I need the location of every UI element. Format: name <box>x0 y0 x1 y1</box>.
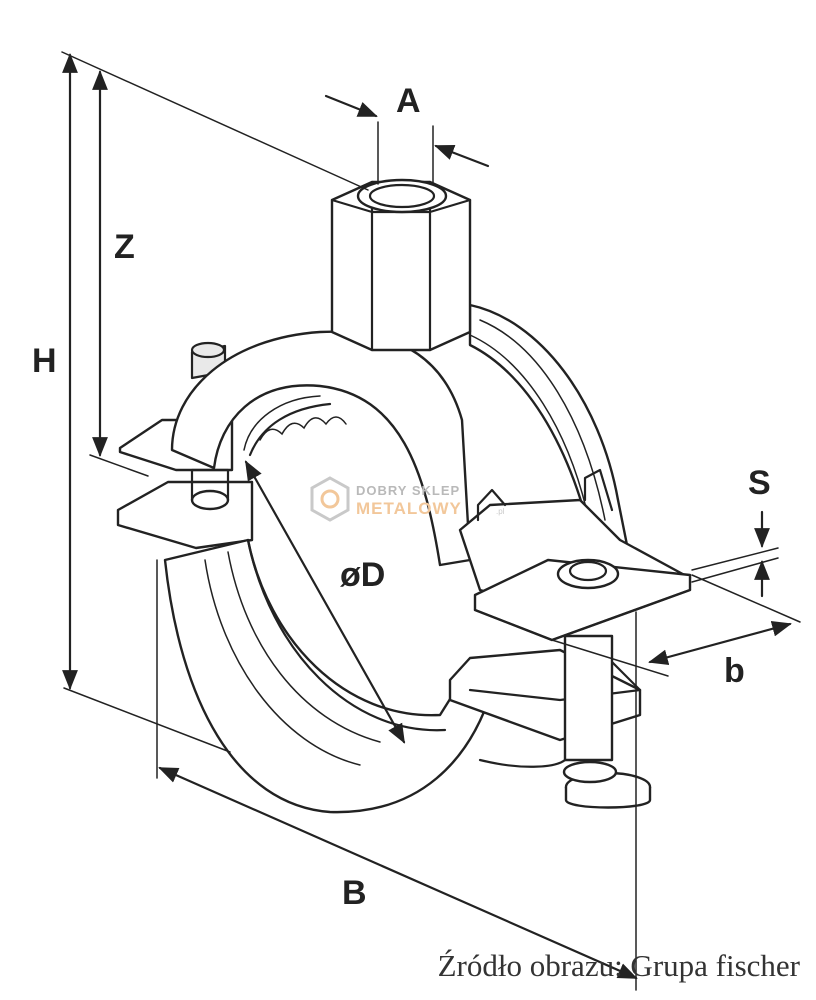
label-S: S <box>748 464 771 502</box>
watermark-suffix: .pl <box>496 507 505 516</box>
lower-clamp-band <box>163 538 494 814</box>
label-b: b <box>724 652 745 690</box>
watermark-line1: DOBRY SKLEP <box>356 483 460 498</box>
watermark-line2: METALOWY <box>356 499 462 518</box>
dimension-lines <box>61 51 801 991</box>
left-lower-tab <box>116 480 254 550</box>
watermark-logo: DOBRY SKLEP METALOWY .pl <box>310 476 505 522</box>
label-B: B <box>342 874 367 912</box>
lower-bolt <box>562 634 652 809</box>
image-source-caption: Źródło obrazu: Grupa fischer <box>437 948 800 983</box>
label-H: H <box>32 342 57 380</box>
label-A: A <box>396 82 421 120</box>
label-diameter-D: øD <box>340 556 385 594</box>
hex-nut <box>330 178 472 352</box>
label-Z: Z <box>114 228 135 266</box>
dimension-labels: A Z H S b B øD <box>32 82 771 912</box>
upper-clamp-band <box>170 330 472 567</box>
